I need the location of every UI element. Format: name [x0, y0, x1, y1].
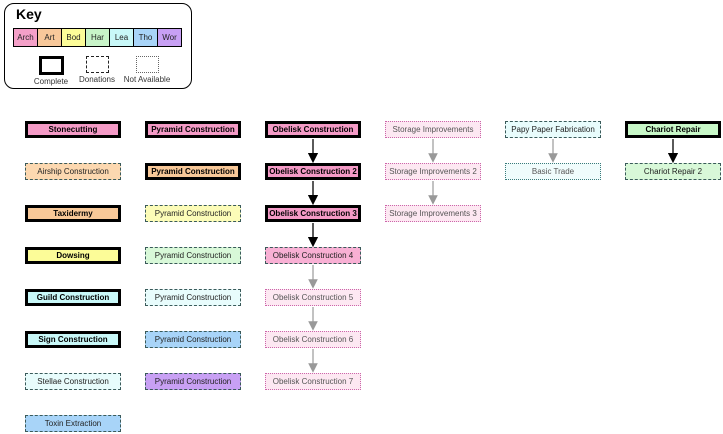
- legend-donations-box: [85, 56, 109, 73]
- node-sign: Sign Construction: [25, 331, 121, 348]
- legend-complete: Complete: [21, 56, 81, 86]
- category-swatches: Arch Art Bod Har Lea Tho Wor: [13, 28, 182, 47]
- node-st3: Storage Improvements 3: [385, 205, 481, 222]
- node-ob1: Obelisk Construction: [265, 121, 361, 138]
- swatch-wor: Wor: [157, 28, 182, 47]
- node-ob5: Obelisk Construction 5: [265, 289, 361, 306]
- node-ob2: Obelisk Construction 2: [265, 163, 361, 180]
- node-ob4: Obelisk Construction 4: [265, 247, 361, 264]
- node-pyr3: Pyramid Construction: [145, 205, 241, 222]
- legend-donations-label: Donations: [78, 75, 116, 84]
- node-st2: Storage Improvements 2: [385, 163, 481, 180]
- legend-not-available-box: [135, 56, 159, 73]
- node-char2: Chariot Repair 2: [625, 163, 721, 180]
- node-ob6: Obelisk Construction 6: [265, 331, 361, 348]
- node-ob7: Obelisk Construction 7: [265, 373, 361, 390]
- node-trade: Basic Trade: [505, 163, 601, 180]
- node-dowsing: Dowsing: [25, 247, 121, 264]
- node-pyr2: Pyramid Construction: [145, 163, 241, 180]
- key-title: Key: [16, 6, 42, 22]
- legend-not-available-label: Not Available: [123, 75, 171, 84]
- legend-complete-label: Complete: [33, 77, 69, 86]
- node-papy: Papy Paper Fabrication: [505, 121, 601, 138]
- node-pyr1: Pyramid Construction: [145, 121, 241, 138]
- key-panel: Key Arch Art Bod Har Lea Tho Wor Complet…: [4, 3, 192, 89]
- node-toxin: Toxin Extraction: [25, 415, 121, 432]
- node-st1: Storage Improvements: [385, 121, 481, 138]
- node-stellae: Stellae Construction: [25, 373, 121, 390]
- legend-complete-box: [38, 56, 64, 75]
- node-pyr7: Pyramid Construction: [145, 373, 241, 390]
- swatch-art: Art: [37, 28, 62, 47]
- node-char1: Chariot Repair: [625, 121, 721, 138]
- legend-not-available: Not Available: [117, 56, 177, 84]
- node-pyr6: Pyramid Construction: [145, 331, 241, 348]
- node-ob3: Obelisk Construction 3: [265, 205, 361, 222]
- node-pyr4: Pyramid Construction: [145, 247, 241, 264]
- legend-donations: Donations: [67, 56, 127, 84]
- node-airship: Airship Construction: [25, 163, 121, 180]
- node-pyr5: Pyramid Construction: [145, 289, 241, 306]
- swatch-arch: Arch: [13, 28, 38, 47]
- node-stonecutting: Stonecutting: [25, 121, 121, 138]
- node-guild: Guild Construction: [25, 289, 121, 306]
- node-taxidermy: Taxidermy: [25, 205, 121, 222]
